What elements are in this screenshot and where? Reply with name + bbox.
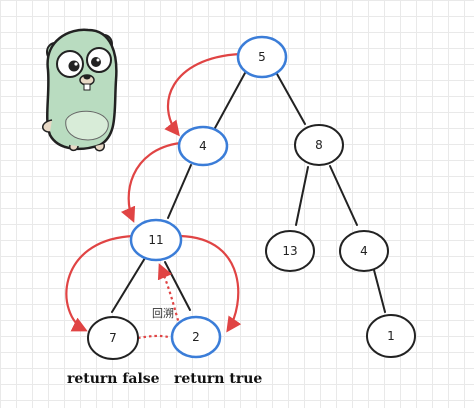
node-label: 2 [192,330,200,344]
node-label: 8 [315,138,323,152]
tree-node: 4 [339,230,389,272]
return-false-caption: return false [67,371,160,387]
node-label: 4 [360,244,368,258]
node-label: 7 [109,331,117,345]
node-label: 4 [199,139,207,153]
arrow-5-to-4 [164,52,241,137]
tree-nodes: 5 4 8 11 13 4 7 2 [87,35,416,360]
edge-4-1 [373,269,386,313]
edge-8-13 [295,166,309,226]
tree-node: 5 [236,35,288,79]
tree-node: 11 [129,218,183,262]
node-label: 11 [148,233,163,247]
edge-4-11 [167,164,192,219]
node-label: 1 [387,329,395,343]
node-label: 13 [282,244,297,258]
edge-5-8 [276,73,306,125]
tree-node: 1 [366,314,416,358]
tree-node: 2 [170,315,222,359]
backtrack-label: 回溯 [152,307,174,320]
return-true-caption: return true [174,371,262,387]
edge-11-7 [111,257,146,313]
edge-8-4 [329,165,358,226]
arrow-4-to-11 [120,141,181,223]
tree-edges [111,72,386,313]
arrow-11-to-7 [65,234,134,332]
tree-node: 4 [177,125,229,167]
traversal-arrows [65,52,242,347]
gopher-mascot-icon [42,28,118,152]
arrow-7-to-2-dotted [137,334,169,340]
tree-node: 13 [265,230,315,272]
edge-11-2 [164,261,191,311]
tree-node: 7 [87,316,139,360]
tree-node: 8 [294,124,344,166]
node-label: 5 [258,50,266,64]
edge-5-4 [214,72,246,129]
arrow-11-to-2 [179,234,242,333]
